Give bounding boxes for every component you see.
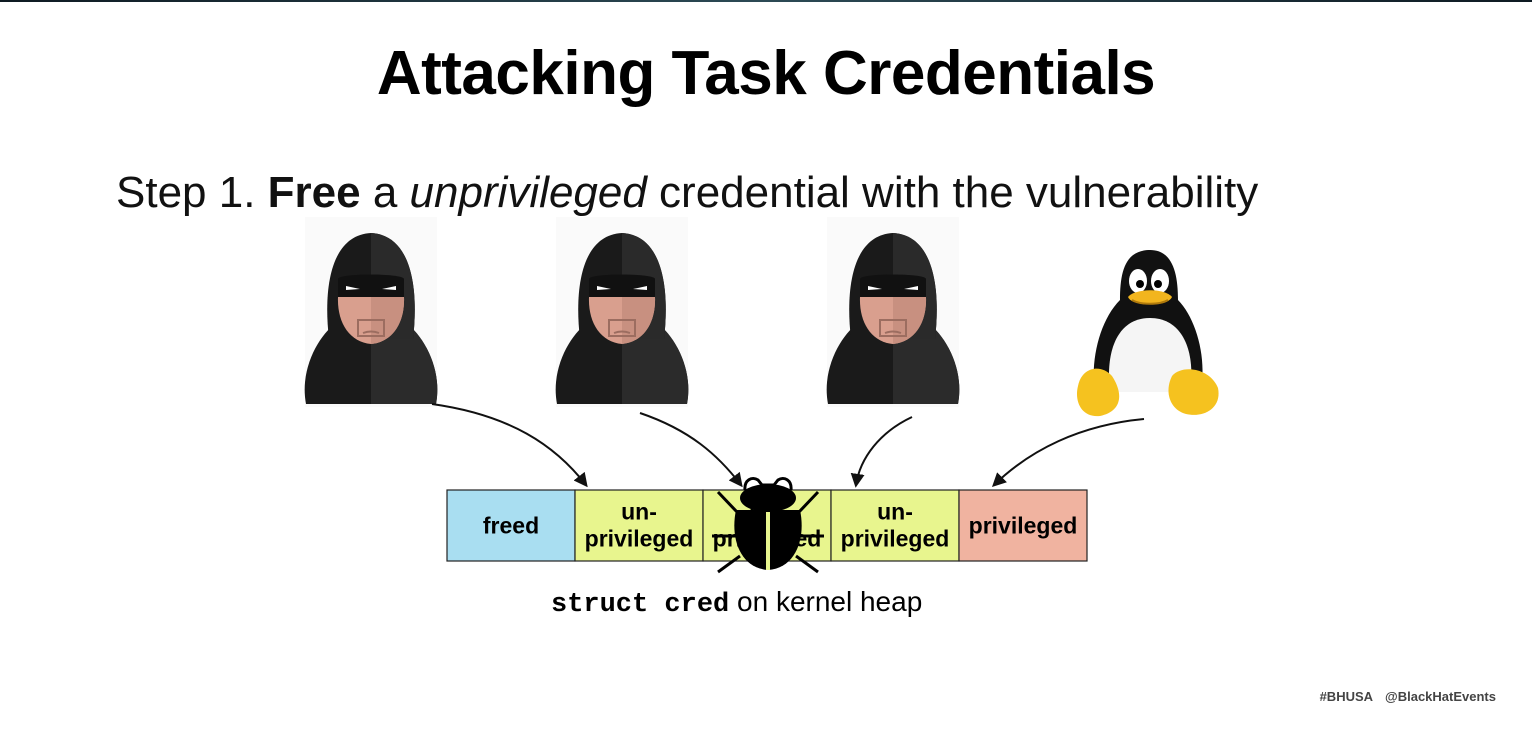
caption-text: on kernel heap [729, 586, 922, 617]
heap-slot-label: privileged [841, 526, 950, 552]
heap-slot-label: privileged [585, 526, 694, 552]
tux-penguin-icon [1077, 250, 1219, 416]
footer: #BHUSA @BlackHatEvents [1320, 689, 1496, 704]
arrows [432, 404, 1144, 485]
heap-slot: privileged [959, 490, 1087, 561]
heap-slot: un-privileged [831, 490, 959, 561]
hacker-icon [827, 217, 960, 407]
hacker-icon [556, 217, 689, 407]
heap-slot-label: un- [621, 499, 657, 525]
heap-caption: struct cred on kernel heap [551, 586, 922, 620]
footer-handle: @BlackHatEvents [1385, 689, 1496, 704]
heap-slot-label: privileged [969, 513, 1078, 539]
heap-slot-label: freed [483, 513, 539, 539]
footer-hashtag: #BHUSA [1320, 689, 1373, 704]
heap-slot-label: un- [877, 499, 913, 525]
caption-code: struct cred [551, 590, 729, 620]
hacker-icon [305, 217, 438, 407]
heap-slot: freed [447, 490, 575, 561]
heap-slot: un-privileged [575, 490, 703, 561]
